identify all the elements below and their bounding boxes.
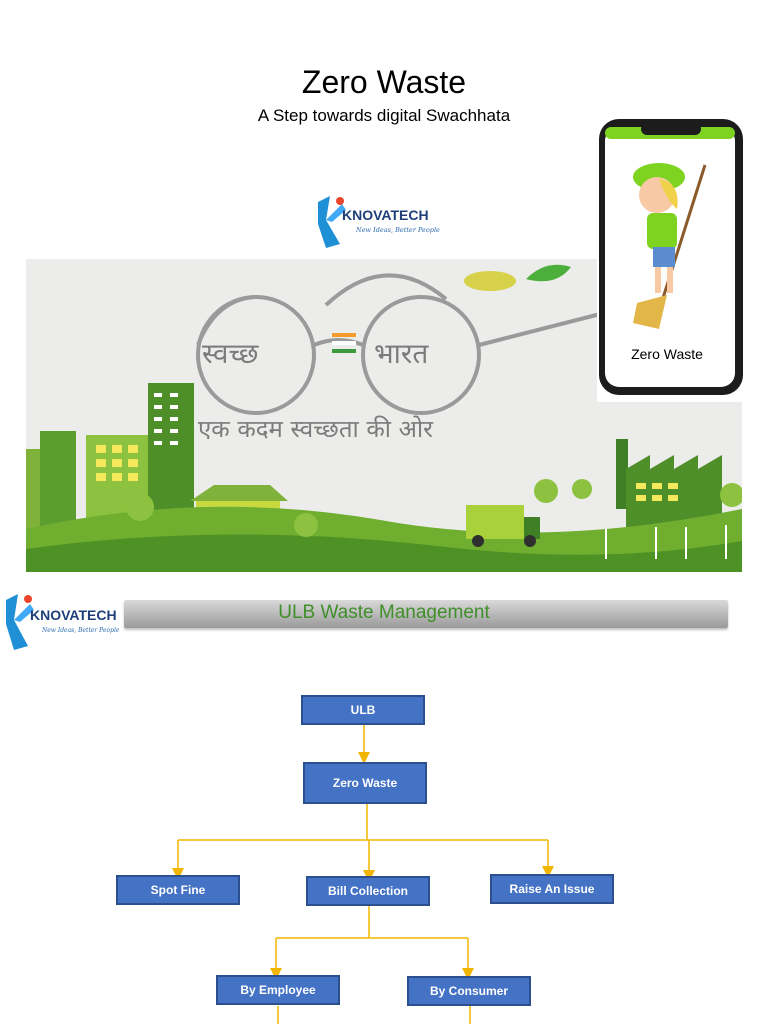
cloud-icon bbox=[464, 271, 516, 291]
banner-word-left: स्वच्छ bbox=[202, 337, 259, 370]
flowchart-connectors bbox=[172, 724, 554, 1024]
flow-node-spot-fine: Spot Fine bbox=[116, 875, 240, 905]
banner-slogan: एक कदम स्वच्छता की ओर bbox=[198, 415, 434, 443]
flow-node-raise-issue: Raise An Issue bbox=[490, 874, 614, 904]
windmill-icon bbox=[605, 525, 727, 559]
logo-brand-text: KNOVATECH bbox=[342, 207, 429, 223]
phone-app-label: Zero Waste bbox=[631, 346, 703, 362]
section-title: ULB Waste Management bbox=[278, 602, 490, 623]
flow-node-zero-waste: Zero Waste bbox=[303, 762, 427, 804]
knovatech-logo: KNOVATECH New Ideas, Better People bbox=[312, 192, 440, 250]
flow-node-by-consumer: By Consumer bbox=[407, 976, 531, 1006]
phone-notch bbox=[641, 123, 701, 135]
page-title: Zero Waste bbox=[301, 64, 467, 100]
leaf-icon bbox=[526, 264, 571, 282]
logo-brand-text: KNOVATECH bbox=[30, 607, 117, 623]
city-buildings-icon bbox=[26, 383, 288, 545]
phone-mockup bbox=[597, 117, 745, 402]
page-subtitle: A Step towards digital Swachhata bbox=[257, 106, 511, 125]
knovatech-mark-icon bbox=[6, 594, 34, 650]
swachh-bharat-banner: स्वच्छ भारत एक कदम स्वच्छता की ओर bbox=[26, 259, 742, 572]
logo-tagline-text: New Ideas, Better People bbox=[41, 627, 120, 634]
knovatech-mark-icon bbox=[318, 196, 346, 248]
garbage-truck-icon bbox=[466, 505, 540, 547]
banner-word-right: भारत bbox=[374, 337, 429, 370]
section-header-bar bbox=[124, 600, 728, 628]
flow-node-bill-collection: Bill Collection bbox=[306, 876, 430, 906]
gandhi-glasses-icon bbox=[196, 273, 613, 415]
flow-node-ulb: ULB bbox=[301, 695, 425, 725]
knovatech-logo-small: KNOVATECH New Ideas, Better People bbox=[2, 590, 126, 652]
tree-icon bbox=[126, 479, 742, 537]
logo-tagline-text: New Ideas, Better People bbox=[355, 226, 440, 234]
flow-node-by-employee: By Employee bbox=[216, 975, 340, 1005]
sweeper-boy-icon bbox=[633, 163, 707, 329]
